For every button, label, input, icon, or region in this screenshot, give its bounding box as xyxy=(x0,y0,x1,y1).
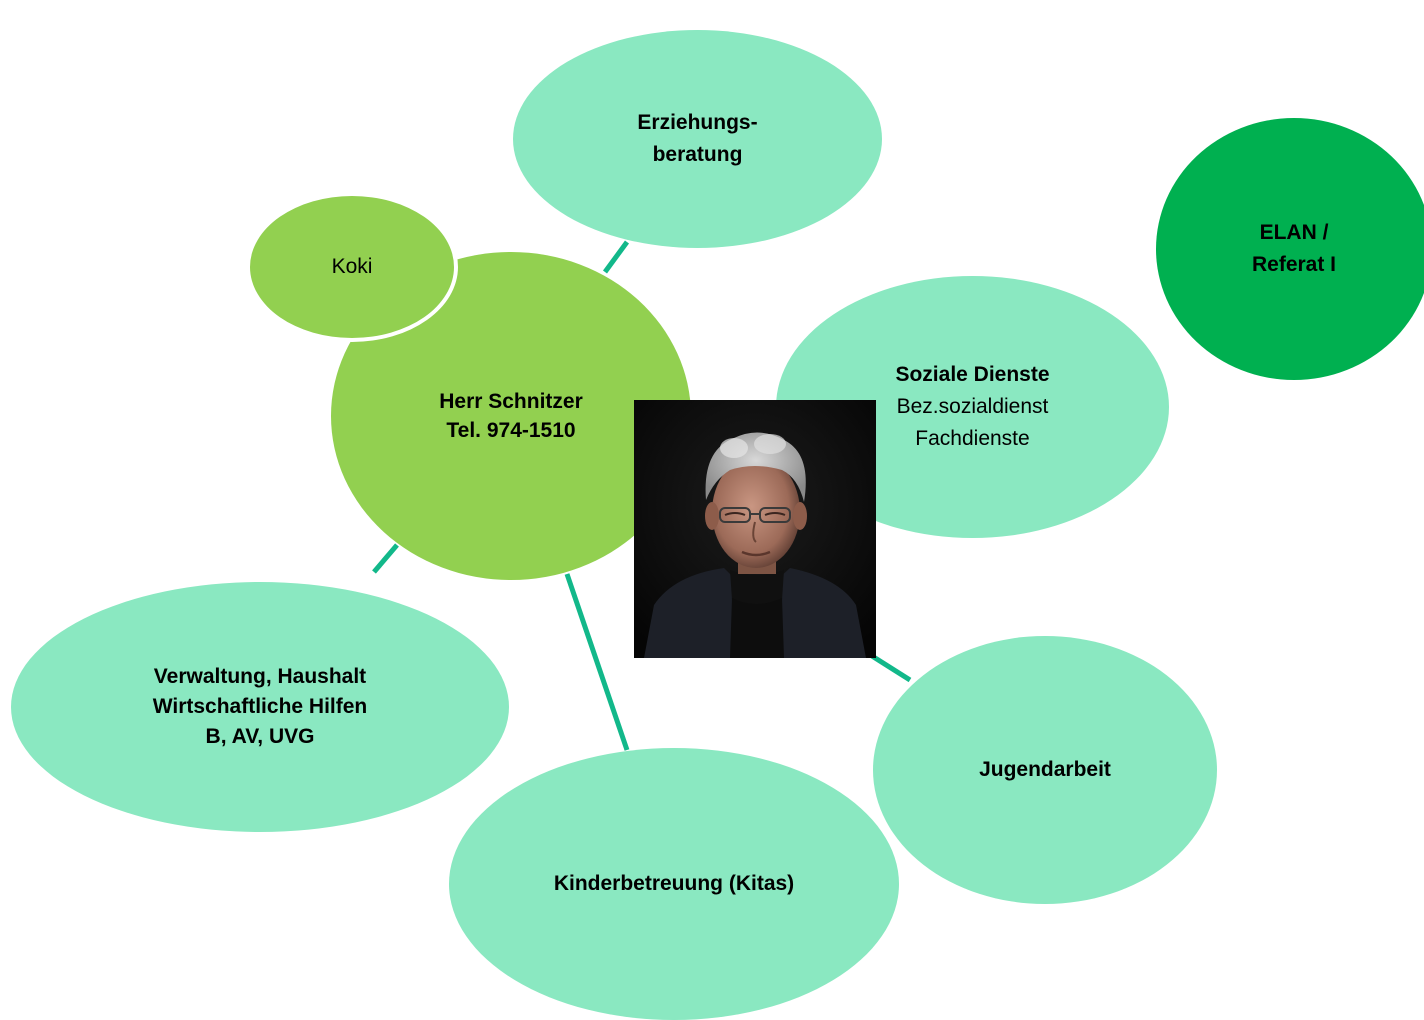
connector-kinder xyxy=(564,573,630,751)
verwaltung-line-1: Verwaltung, Haushalt xyxy=(153,665,367,688)
center-name: Herr Schnitzer xyxy=(439,390,583,413)
verwaltung-line-2: Wirtschaftliche Hilfen xyxy=(152,695,368,718)
portrait-illustration xyxy=(634,400,876,658)
verwaltung-line-3: B, AV, UVG xyxy=(205,725,315,748)
connector-verwaltung xyxy=(372,543,399,574)
erziehungsberatung-line-2: beratung xyxy=(652,143,743,166)
bubble-verwaltung: Verwaltung, Haushalt Wirtschaftliche Hil… xyxy=(11,582,509,832)
bubble-erziehungsberatung: Erziehungs- beratung xyxy=(513,30,882,248)
elan-line-1: ELAN / xyxy=(1259,221,1329,244)
soziale-dienste-line-1: Bez.sozialdienst xyxy=(896,395,1049,418)
center-phone: Tel. 974-1510 xyxy=(446,419,576,442)
bubble-koki: Koki xyxy=(246,192,458,342)
elan-line-2: Referat I xyxy=(1251,253,1337,276)
bubble-elan-referat: ELAN / Referat I xyxy=(1156,118,1424,380)
bubble-kinderbetreuung: Kinderbetreuung (Kitas) xyxy=(449,748,899,1020)
connector-jugend xyxy=(870,653,912,683)
koki-label: Koki xyxy=(331,255,373,278)
erziehungsberatung-line-1: Erziehungs- xyxy=(637,111,758,134)
portrait-photo xyxy=(634,400,876,658)
kinderbetreuung-label: Kinderbetreuung (Kitas) xyxy=(553,872,795,895)
bubble-jugendarbeit: Jugendarbeit xyxy=(873,636,1217,904)
jugendarbeit-label: Jugendarbeit xyxy=(979,758,1111,781)
soziale-dienste-line-2: Fachdienste xyxy=(915,427,1030,450)
connector-erziehung xyxy=(602,240,630,274)
soziale-dienste-title: Soziale Dienste xyxy=(895,363,1050,386)
